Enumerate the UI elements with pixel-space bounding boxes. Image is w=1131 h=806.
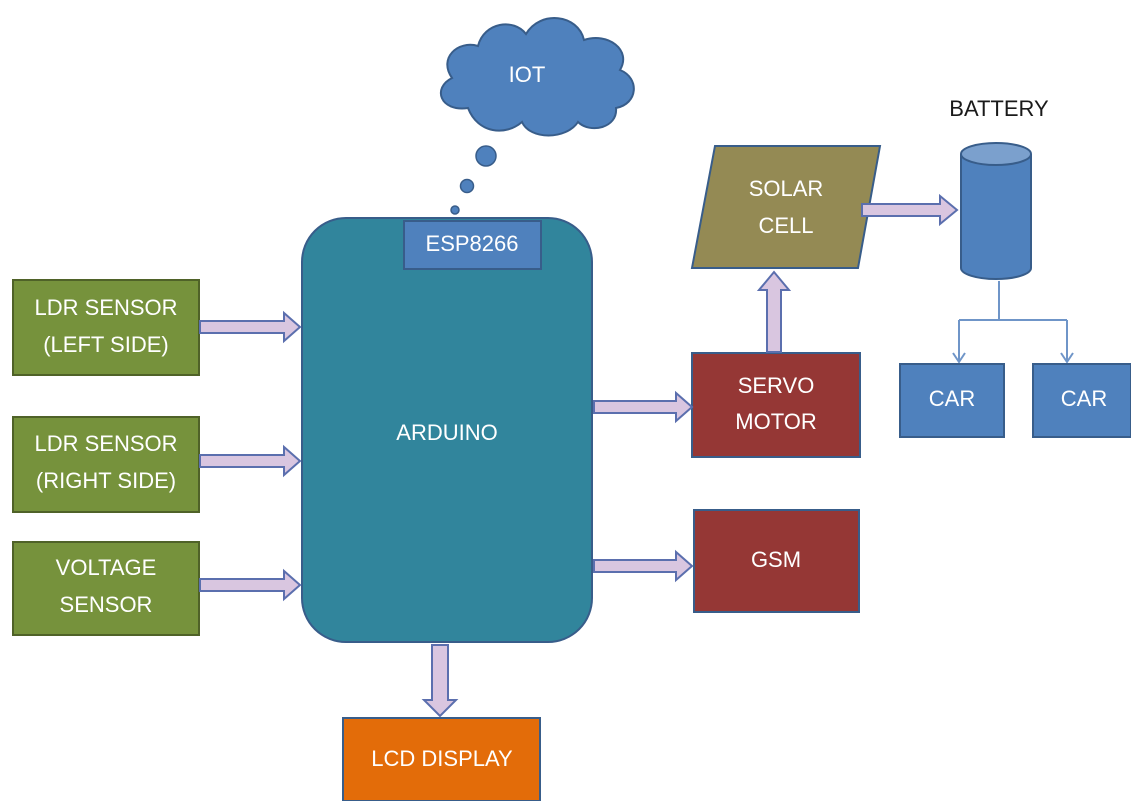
- battery-block: BATTERY: [949, 96, 1049, 280]
- arrow-ldr-left-to-arduino: [199, 310, 302, 344]
- branch-right-head: [1060, 352, 1074, 364]
- lcd-display-block: LCD DISPLAY: [342, 717, 541, 802]
- ldr-right-line1: LDR SENSOR: [34, 431, 177, 456]
- arrow-ldr-right-to-arduino: [199, 444, 302, 478]
- battery-branch: [952, 281, 1074, 364]
- iot-label: IOT: [509, 62, 546, 87]
- thought-bubble-small: [450, 205, 460, 215]
- voltage-sensor-line1: VOLTAGE: [56, 555, 157, 580]
- lcd-label: LCD DISPLAY: [371, 746, 513, 771]
- servo-motor-block: SERVO MOTOR: [691, 352, 861, 458]
- thought-bubble-medium: [459, 178, 475, 194]
- esp8266-label: ESP8266: [426, 231, 519, 256]
- gsm-shape: [693, 509, 860, 613]
- car-shape-1: [899, 363, 1005, 438]
- solar-line2: CELL: [758, 213, 813, 238]
- ldr-right-shape: [12, 416, 200, 513]
- ldr-left-block: LDR SENSOR (LEFT SIDE): [12, 279, 200, 376]
- arduino-shape: [301, 217, 593, 643]
- arrow-voltage-to-arduino: [199, 568, 302, 602]
- ldr-left-line1: LDR SENSOR: [34, 295, 177, 320]
- battery-top: [960, 142, 1032, 166]
- servo-motor-shape: [691, 352, 861, 458]
- arrow-arduino-to-lcd: [421, 644, 459, 718]
- esp8266-module: ESP8266: [403, 220, 542, 270]
- solar-line1: SOLAR: [749, 176, 824, 201]
- car-label-2: CAR: [1061, 386, 1107, 411]
- voltage-sensor-shape: [12, 541, 200, 636]
- car-label-1: CAR: [929, 386, 975, 411]
- cloud-shape: [440, 17, 635, 137]
- solar-cell-block: SOLAR CELL: [690, 145, 882, 269]
- car-block-1: CAR: [899, 363, 1005, 438]
- arduino-label: ARDUINO: [396, 420, 497, 445]
- branch-left-head: [952, 352, 966, 364]
- voltage-sensor-line2: SENSOR: [60, 592, 153, 617]
- servo-line1: SERVO: [738, 373, 815, 398]
- voltage-sensor-block: VOLTAGE SENSOR: [12, 541, 200, 636]
- gsm-block: GSM: [693, 509, 860, 613]
- arrow-solar-to-battery: [861, 193, 959, 227]
- ldr-right-line2: (RIGHT SIDE): [36, 468, 176, 493]
- car-shape-2: [1032, 363, 1131, 438]
- esp8266-shape: [403, 220, 542, 270]
- battery-label: BATTERY: [949, 96, 1049, 121]
- arrows: [199, 193, 959, 718]
- arrow-arduino-to-gsm: [593, 549, 694, 583]
- gsm-label: GSM: [751, 547, 801, 572]
- arrow-servo-to-solar: [756, 270, 792, 353]
- thought-bubble-large: [475, 145, 497, 167]
- servo-line2: MOTOR: [735, 409, 816, 434]
- ldr-left-line2: (LEFT SIDE): [43, 332, 169, 357]
- battery-body: [960, 154, 1032, 280]
- solar-cell-shape: [690, 145, 882, 269]
- arduino-block: ARDUINO: [301, 217, 593, 643]
- arrow-arduino-to-servo: [593, 390, 694, 424]
- ldr-right-block: LDR SENSOR (RIGHT SIDE): [12, 416, 200, 513]
- car-block-2: CAR: [1032, 363, 1131, 438]
- iot-cloud: IOT: [440, 17, 635, 215]
